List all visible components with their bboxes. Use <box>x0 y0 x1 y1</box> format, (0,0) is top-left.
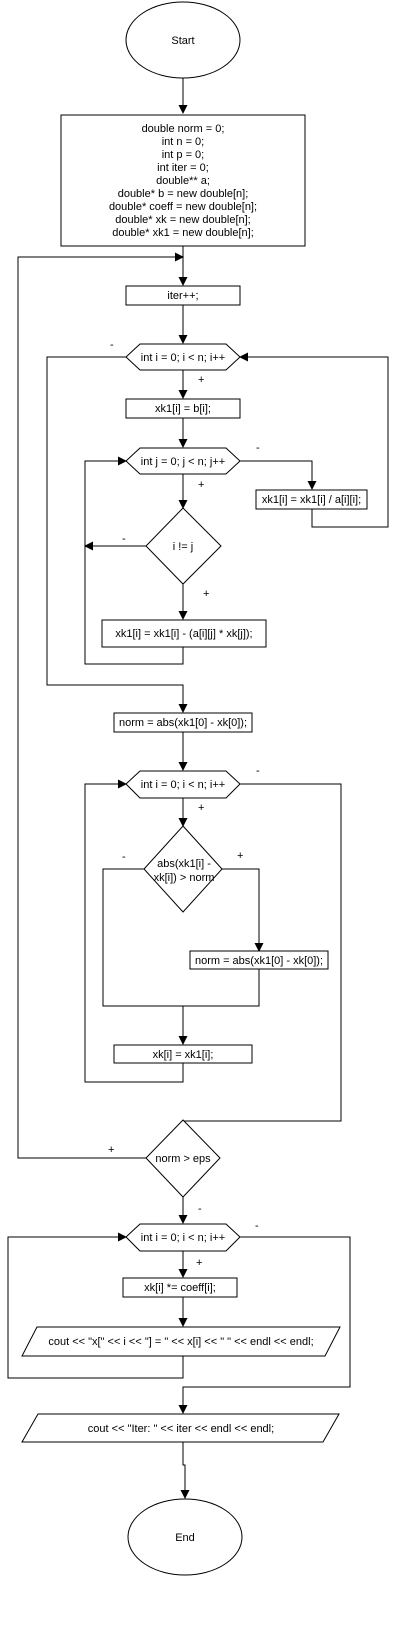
edge-loop1-exit <box>46 356 188 713</box>
print-x-label: cout << "x[" << i << "] = " << x[i] << "… <box>48 1336 313 1348</box>
divide-label: xk1[i] = xk1[i] / a[i][i]; <box>262 494 361 506</box>
edge-cond-yes <box>222 868 264 952</box>
multiply-block: xk[i] *= coeff[i]; <box>122 1277 238 1298</box>
iter-increment-block: iter++; <box>125 285 241 306</box>
assign-b-label: xk1[i] = b[i]; <box>155 403 211 415</box>
edge-loopj-exit <box>240 460 317 490</box>
init-line-1: double norm = 0; <box>142 123 225 135</box>
assign-b-block: xk1[i] = b[i]; <box>125 398 241 419</box>
norm2-block: norm = abs(xk1[0] - xk[0]); <box>189 950 329 970</box>
edge-print-end <box>180 1442 190 1499</box>
cond-i-ne-j: i != j <box>145 507 222 585</box>
label-loop1-body: + <box>198 374 204 386</box>
end-node: End <box>127 1498 243 1576</box>
edge-eps-yes <box>17 252 184 1159</box>
init-line-3: int p = 0; <box>162 149 205 161</box>
divide-block: xk1[i] = xk1[i] / a[i][i]; <box>255 489 368 510</box>
iter-increment-label: iter++; <box>167 290 198 302</box>
label-loop3-exit: - <box>255 1220 259 1232</box>
subtract-label: xk1[i] = xk1[i] - (a[i][j] * xk[j]); <box>115 628 252 640</box>
loop-j: int j = 0; j < n; j++ <box>125 447 241 475</box>
cond-i-ne-j-label: i != j <box>173 541 193 553</box>
init-line-7: double* coeff = new double[n]; <box>109 201 257 213</box>
copy-block: xk[i] = xk1[i]; <box>113 1044 253 1064</box>
start-node: Start <box>125 1 241 79</box>
print-iter-label: cout << "Iter: " << iter << endl << endl… <box>88 1423 274 1435</box>
label-loop1-exit: - <box>110 339 114 351</box>
init-line-8: double* xk = new double[n]; <box>115 214 250 226</box>
start-label: Start <box>171 35 194 47</box>
edge-norm2-merge <box>183 969 260 1007</box>
edge-divide-loop1 <box>239 352 389 528</box>
loop-j-label: int j = 0; j < n; j++ <box>141 456 225 468</box>
init-line-9: double* xk1 = new double[n]; <box>112 227 254 239</box>
edge-subtract-loopj <box>84 456 184 665</box>
init-line-5: double** a; <box>156 175 210 187</box>
loop-i-2-label: int i = 0; i < n; i++ <box>141 779 225 791</box>
label-loopj-exit: - <box>256 442 260 454</box>
norm2-label: norm = abs(xk1[0] - xk[0]); <box>195 955 323 967</box>
norm1-block: norm = abs(xk1[0] - xk[0]); <box>113 712 253 733</box>
label-eps-yes: + <box>108 1144 114 1156</box>
subtract-block: xk1[i] = xk1[i] - (a[i][j] * xk[j]); <box>101 619 267 648</box>
print-iter-block: cout << "Iter: " << iter << endl << endl… <box>21 1413 340 1443</box>
cond-norm-eps: norm > eps <box>145 1119 221 1198</box>
init-line-2: int n = 0; <box>162 136 205 148</box>
loop-i-3-label: int i = 0; i < n; i++ <box>141 1232 225 1244</box>
label-loop2-exit: - <box>256 765 260 777</box>
loop-i-1: int i = 0; i < n; i++ <box>125 343 241 371</box>
init-block: double norm = 0; int n = 0; int p = 0; i… <box>60 114 306 247</box>
norm1-label: norm = abs(xk1[0] - xk[0]); <box>119 717 247 729</box>
loop-i-1-label: int i = 0; i < n; i++ <box>141 352 225 364</box>
edge-copy-loop2 <box>84 779 184 1083</box>
label-loop2-body: + <box>198 802 204 814</box>
cond-abs-line-2: xk[i]) > norm <box>154 872 215 884</box>
copy-label: xk[i] = xk1[i]; <box>153 1049 214 1061</box>
label-cond-ij-no: - <box>122 533 126 545</box>
end-label: End <box>175 1532 195 1544</box>
label-loopj-body: + <box>198 479 204 491</box>
label-eps-no: - <box>198 1203 202 1215</box>
multiply-label: xk[i] *= coeff[i]; <box>144 1282 216 1294</box>
label-cond-ij-yes: + <box>203 588 209 600</box>
loop-i-3: int i = 0; i < n; i++ <box>125 1223 241 1252</box>
edge-print-loop3 <box>7 1232 184 1379</box>
edges <box>7 78 389 1499</box>
cond-abs-line-1: abs(xk1[i] - <box>157 858 211 870</box>
loop-i-2: int i = 0; i < n; i++ <box>125 770 241 799</box>
label-cond-abs-no: - <box>122 851 126 863</box>
cond-norm-eps-label: norm > eps <box>155 1153 211 1165</box>
label-cond-abs-yes: + <box>237 850 243 862</box>
edge-loop3-exit <box>178 1236 351 1414</box>
edge-labels: - + - + - + - + - + + - + - <box>108 339 260 1269</box>
label-loop3-body: + <box>196 1257 202 1269</box>
init-line-4: int iter = 0; <box>157 162 209 174</box>
edge-cond-no-path <box>102 868 183 1007</box>
cond-abs: abs(xk1[i] - xk[i]) > norm <box>143 825 223 913</box>
init-line-6: double* b = new double[n]; <box>118 188 249 200</box>
print-x-block: cout << "x[" << i << "] = " << x[i] << "… <box>21 1326 341 1357</box>
